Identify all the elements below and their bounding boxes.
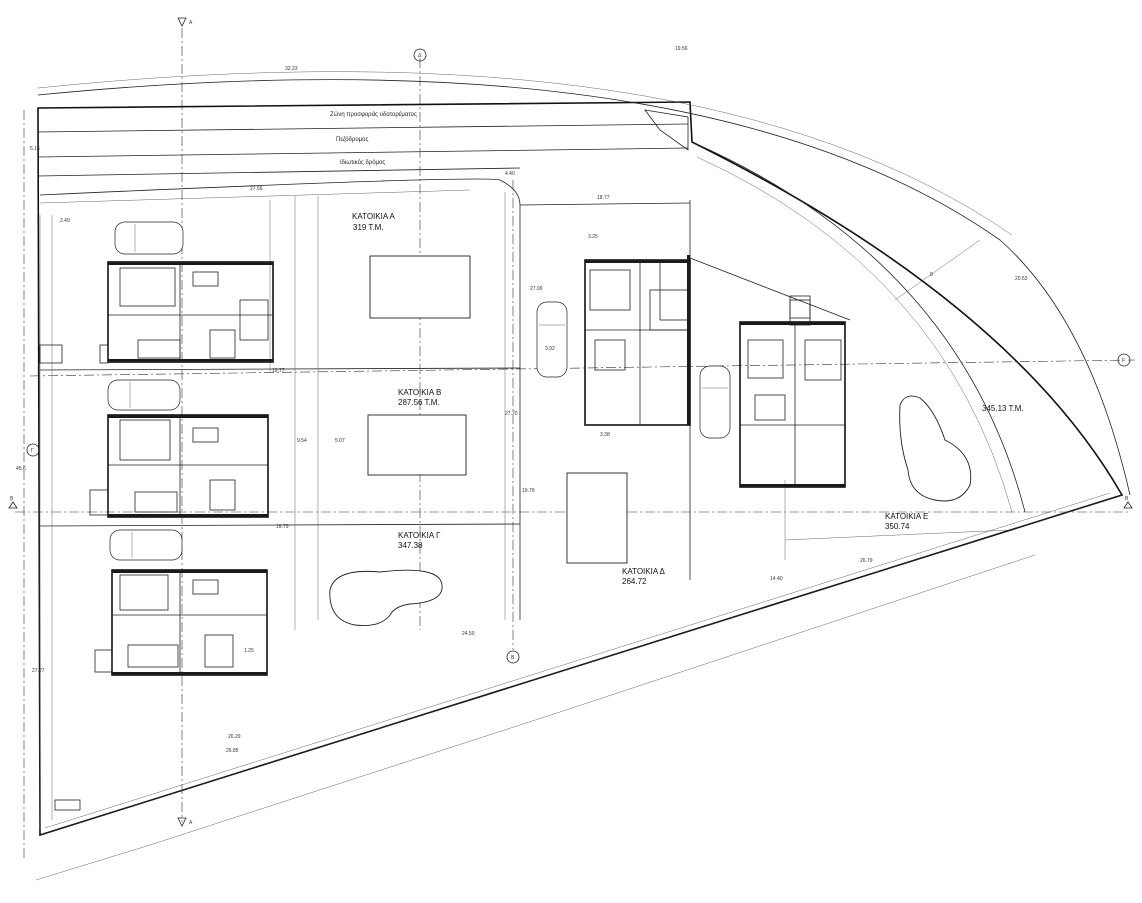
dim-d12: 27.09 (530, 286, 543, 292)
pools (329, 255, 972, 626)
dimensions: 32.23 19.56 5.16 20.53 27.27 45.6 27.56 … (16, 46, 1028, 754)
dim-d21: 3.38 (600, 432, 610, 438)
section-b-left: Β (10, 496, 14, 502)
unit-d-area: 264.72 (622, 577, 647, 586)
dim-d10: 24.50 (462, 631, 475, 637)
dim-d20: 1.25 (244, 648, 254, 654)
unit-c-name: ΚΑΤΟΙΚΙΑ Γ (398, 531, 441, 540)
dim-top-width: 32.23 (285, 66, 298, 72)
dim-d5: 27.70 (505, 411, 518, 417)
unit-d-name: ΚΑΤΟΙΚΙΑ Δ (622, 567, 666, 576)
unit-e-name: ΚΑΤΟΙΚΙΑ Ε (885, 512, 928, 521)
section-markers: Α Α Β Β Δ Γ Γ Β (8, 17, 1133, 827)
dim-d13: 9.54 (297, 438, 307, 444)
unit-f-area: 345.13 T.M. (982, 404, 1024, 413)
house-d (584, 255, 691, 426)
dim-d3: 4.40 (505, 171, 515, 177)
section-b-bottom: Β (511, 655, 515, 661)
dim-d9: 26.85 (226, 748, 239, 754)
dim-d11: 26.29 (228, 734, 241, 740)
dim-d2: 18.77 (597, 195, 610, 201)
house-c (111, 569, 268, 676)
dim-d19: 16.79 (276, 524, 289, 530)
section-g-left: Γ (31, 448, 34, 454)
dim-left-1: 5.16 (30, 146, 40, 152)
private-road-label: Ιδιωτικός δρόμος (340, 159, 385, 166)
dim-d6: 26.79 (860, 558, 873, 564)
unit-c-area: 347.38 (398, 541, 423, 550)
unit-e-area: 350.74 (885, 522, 910, 531)
unit-a-area: 319 T.M. (353, 223, 384, 232)
unit-labels: ΚΑΤΟΙΚΙΑ Α 319 T.M. ΚΑΤΟΙΚΙΑ Β 287.56 T.… (352, 212, 1024, 586)
cars (107, 221, 731, 561)
sidewalk-label: Πεζόδρομος (336, 136, 368, 143)
detail-blocks (39, 259, 811, 811)
section-b-right: Β (1125, 496, 1129, 502)
utility-zone-label: Ζώνη προσφοράς υδατορέματος (330, 111, 417, 118)
section-d-top: Δ (418, 53, 422, 59)
dim-d1: 27.56 (250, 186, 263, 192)
dim-d14: 5.07 (335, 438, 345, 444)
dim-left-height-2: 45.6 (16, 466, 26, 472)
dim-d17: 3.25 (588, 234, 598, 240)
section-lines (15, 28, 1136, 860)
house-b (107, 414, 269, 518)
road-bands: Ζώνη προσφοράς υδατορέματος Πεζόδρομος Ι… (37, 109, 689, 206)
plot-lines (39, 192, 1011, 830)
section-g-right: Γ (1122, 358, 1125, 364)
dim-d18: 19.77 (272, 368, 285, 374)
dim-d16: 2.49 (60, 218, 70, 224)
dim-top-right: 19.56 (675, 46, 688, 52)
dim-d15: 8 (930, 272, 933, 278)
house-e (739, 299, 846, 488)
dim-d7: 14.40 (770, 576, 783, 582)
dim-right-arc: 20.53 (1015, 276, 1028, 282)
unit-b-name: ΚΑΤΟΙΚΙΑ Β (398, 388, 441, 397)
house-a (107, 261, 274, 363)
section-a-top: Α (189, 20, 193, 26)
dim-d8: 19.79 (522, 488, 535, 494)
site-boundary (35, 71, 1131, 881)
dim-d4: 3.92 (545, 346, 555, 352)
section-a-bottom: Α (189, 820, 193, 826)
dim-left-height: 27.27 (32, 668, 45, 674)
unit-a-name: ΚΑΤΟΙΚΙΑ Α (352, 212, 396, 221)
unit-b-area: 287.56 T.M. (398, 398, 440, 407)
